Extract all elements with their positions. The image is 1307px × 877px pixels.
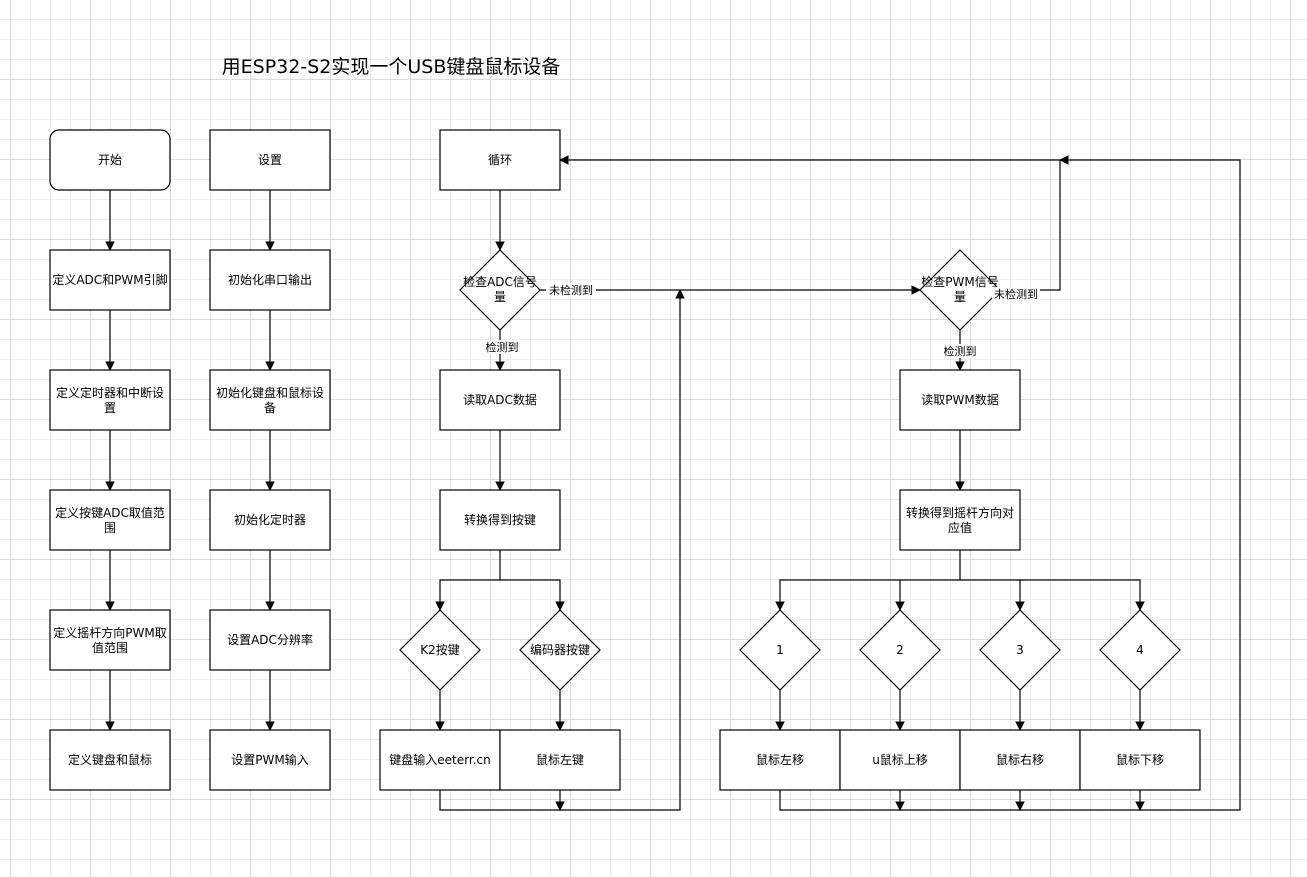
edge-convert-dir-to-d3 <box>960 579 1025 611</box>
node-check-adc-label-1: 检查ADC信号 <box>463 274 537 289</box>
node-k2-key-label: K2按键 <box>420 643 460 657</box>
edge-convert-key-split <box>435 550 501 611</box>
node-init-serial[interactable]: 初始化串口输出 <box>209 249 331 311</box>
diagram-title: 用ESP32-S2实现一个USB键盘鼠标设备 <box>222 56 561 78</box>
edge-label-adc-not-detected: 未检测到 <box>549 283 593 297</box>
node-keyboard-input[interactable]: 键盘输入eeterr.cn <box>379 729 501 791</box>
edge-label-pwm-detected: 检测到 <box>944 344 977 358</box>
node-mouse-move-right-label: 鼠标右移 <box>996 752 1044 767</box>
node-init-serial-label: 初始化串口输出 <box>228 272 312 287</box>
node-set-adc-resolution[interactable]: 设置ADC分辨率 <box>209 609 331 671</box>
edge-convert-dir-to-d4 <box>1020 579 1145 611</box>
node-encoder-key-label: 编码器按键 <box>530 642 590 657</box>
node-convert-direction-label-2: 应值 <box>948 520 972 535</box>
node-define-timer[interactable]: 定义定时器和中断设 置 <box>49 369 171 431</box>
node-k2-key[interactable]: K2按键 <box>399 609 481 691</box>
node-mouse-move-left[interactable]: 鼠标左移 <box>719 729 841 791</box>
node-init-timer-label: 初始化定时器 <box>234 512 306 527</box>
node-direction-2-label: 2 <box>896 643 904 657</box>
node-mouse-left-click-label: 鼠标左键 <box>536 752 584 767</box>
node-start-label: 开始 <box>98 153 122 167</box>
edge-label-pwm-not-detected: 未检测到 <box>994 287 1038 301</box>
node-direction-4[interactable]: 4 <box>1099 609 1181 691</box>
node-convert-key[interactable]: 转换得到按键 <box>439 489 561 551</box>
node-loop-label: 循环 <box>488 153 512 167</box>
node-loop[interactable]: 循环 <box>439 129 561 191</box>
edges <box>105 155 1241 811</box>
node-read-adc[interactable]: 读取ADC数据 <box>439 369 561 431</box>
node-define-pwm-range[interactable]: 定义摇杆方向PWM取 值范围 <box>49 609 171 671</box>
node-read-pwm-label: 读取PWM数据 <box>921 392 998 407</box>
edge-check-pwm-to-loop <box>559 155 1061 291</box>
edge-convert-key-to-encoder <box>500 579 565 611</box>
node-direction-4-label: 4 <box>1136 643 1144 657</box>
node-encoder-key[interactable]: 编码器按键 <box>519 609 601 691</box>
node-mouse-move-up-label: u鼠标上移 <box>872 753 928 767</box>
node-keyboard-input-label: 键盘输入eeterr.cn <box>389 752 490 767</box>
edge-label-adc-detected: 检测到 <box>486 340 519 354</box>
node-define-adc-range-label-2: 围 <box>104 521 116 535</box>
node-mouse-move-left-label: 鼠标左移 <box>756 752 804 767</box>
node-mouse-move-right[interactable]: 鼠标右移 <box>959 729 1081 791</box>
node-start[interactable]: 开始 <box>49 129 171 191</box>
node-define-keyboard-mouse[interactable]: 定义键盘和鼠标 <box>49 729 171 791</box>
node-direction-3[interactable]: 3 <box>979 609 1061 691</box>
node-direction-2[interactable]: 2 <box>859 609 941 691</box>
node-direction-1-label: 1 <box>776 643 784 657</box>
node-mouse-move-down[interactable]: 鼠标下移 <box>1079 729 1201 791</box>
node-init-keyboard-mouse-label-1: 初始化键盘和鼠标设 <box>216 385 324 400</box>
node-define-pins-label: 定义ADC和PWM引脚 <box>52 272 167 287</box>
node-direction-1[interactable]: 1 <box>739 609 821 691</box>
node-check-pwm-label-1: 检查PWM信号 <box>921 274 998 289</box>
edge-move-merge-back-to-loop <box>779 155 1241 811</box>
node-init-keyboard-mouse-label-2: 备 <box>264 401 276 415</box>
node-read-pwm[interactable]: 读取PWM数据 <box>899 369 1021 431</box>
node-direction-3-label: 3 <box>1016 643 1024 657</box>
node-set-pwm-input-label: 设置PWM输入 <box>231 752 308 767</box>
node-convert-direction-label-1: 转换得到摇杆方向对 <box>906 505 1014 520</box>
node-define-pins[interactable]: 定义ADC和PWM引脚 <box>49 249 171 311</box>
node-mouse-move-down-label: 鼠标下移 <box>1116 753 1164 767</box>
node-set-pwm-input[interactable]: 设置PWM输入 <box>209 729 331 791</box>
edge-convert-dir-split <box>775 550 961 611</box>
node-check-pwm[interactable]: 检查PWM信号 量 <box>919 249 1001 331</box>
node-init-timer[interactable]: 初始化定时器 <box>209 489 331 551</box>
node-convert-key-label: 转换得到按键 <box>464 512 536 527</box>
node-define-pwm-range-label-2: 值范围 <box>92 640 128 655</box>
node-check-adc-label-2: 量 <box>494 290 506 304</box>
node-define-adc-range[interactable]: 定义按键ADC取值范 围 <box>49 489 171 551</box>
node-read-adc-label: 读取ADC数据 <box>463 392 537 407</box>
node-mouse-move-up[interactable]: u鼠标上移 <box>839 729 961 791</box>
node-convert-direction[interactable]: 转换得到摇杆方向对 应值 <box>899 489 1021 551</box>
node-init-keyboard-mouse[interactable]: 初始化键盘和鼠标设 备 <box>209 369 331 431</box>
node-set-adc-resolution-label: 设置ADC分辨率 <box>227 632 313 647</box>
node-setup[interactable]: 设置 <box>209 129 331 191</box>
node-define-timer-label-1: 定义定时器和中断设 <box>56 385 164 400</box>
node-define-timer-label-2: 置 <box>104 401 116 415</box>
node-check-adc[interactable]: 检查ADC信号 量 <box>459 249 541 331</box>
node-check-pwm-label-2: 量 <box>954 290 966 304</box>
node-define-adc-range-label-1: 定义按键ADC取值范 <box>55 505 165 520</box>
node-define-keyboard-mouse-label: 定义键盘和鼠标 <box>68 752 152 767</box>
node-setup-label: 设置 <box>258 153 282 167</box>
node-define-pwm-range-label-1: 定义摇杆方向PWM取 <box>53 625 166 640</box>
node-mouse-left-click[interactable]: 鼠标左键 <box>499 729 621 791</box>
